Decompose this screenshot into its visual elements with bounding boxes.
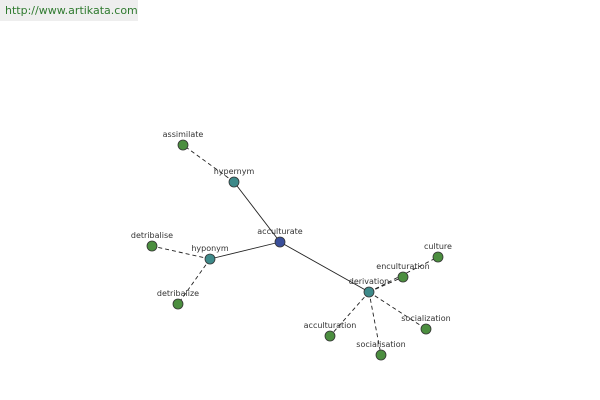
node-label-hypernym: hypernym (214, 167, 255, 176)
edge-derivation-socialization (368, 291, 427, 330)
edge-hypernym-assimilate (182, 144, 235, 183)
node-culture[interactable]: culture (424, 242, 452, 263)
node-label-acculturation: acculturation (304, 321, 357, 330)
graph-edges (151, 144, 439, 356)
node-label-socialization: socialization (401, 314, 450, 323)
node-label-assimilate: assimilate (163, 130, 204, 139)
node-socialisation[interactable]: socialisation (356, 340, 406, 361)
source-url[interactable]: http://www.artikata.com (0, 0, 138, 21)
edge-derivation-acculturation (329, 291, 370, 337)
node-circle-acculturate[interactable] (274, 236, 286, 248)
node-label-culture: culture (424, 242, 452, 251)
edge-acculturate-hyponym (209, 241, 281, 260)
node-enculturation[interactable]: enculturation (376, 262, 430, 283)
edge-hyponym-detribalise (151, 245, 211, 260)
edge-derivation-socialisation (368, 291, 382, 356)
node-detribalize[interactable]: detribalize (157, 289, 199, 310)
node-acculturate[interactable]: acculturate (257, 227, 303, 248)
node-assimilate[interactable]: assimilate (163, 130, 204, 151)
node-circle-socialization[interactable] (420, 323, 432, 335)
node-circle-hypernym[interactable] (228, 176, 240, 188)
node-label-hyponym: hyponym (191, 244, 229, 253)
node-circle-culture[interactable] (432, 251, 444, 263)
node-circle-detribalise[interactable] (146, 240, 158, 252)
edge-acculturate-hypernym (233, 181, 281, 243)
node-derivation[interactable]: derivation (349, 277, 389, 298)
edge-derivation-enculturation (368, 276, 404, 293)
node-circle-derivation[interactable] (363, 286, 375, 298)
graph-nodes: acculturate hypernym hyponym derivation assi… (131, 130, 452, 361)
node-hyponym[interactable]: hyponym (191, 244, 229, 265)
node-circle-hyponym[interactable] (204, 253, 216, 265)
node-acculturation[interactable]: acculturation (304, 321, 357, 342)
node-circle-detribalize[interactable] (172, 298, 184, 310)
edge-hyponym-detribalize (177, 258, 211, 305)
node-circle-enculturation[interactable] (397, 271, 409, 283)
node-label-acculturate: acculturate (257, 227, 303, 236)
node-label-derivation: derivation (349, 277, 389, 286)
node-circle-socialisation[interactable] (375, 349, 387, 361)
node-detribalise[interactable]: detribalise (131, 231, 173, 252)
node-hypernym[interactable]: hypernym (214, 167, 255, 188)
node-label-detribalise: detribalise (131, 231, 173, 240)
node-circle-acculturation[interactable] (324, 330, 336, 342)
node-label-detribalize: detribalize (157, 289, 199, 298)
node-circle-assimilate[interactable] (177, 139, 189, 151)
node-label-socialisation: socialisation (356, 340, 405, 349)
node-socialization[interactable]: socialization (401, 314, 451, 335)
edge-acculturate-derivation (279, 241, 370, 293)
node-label-enculturation: enculturation (376, 262, 429, 271)
